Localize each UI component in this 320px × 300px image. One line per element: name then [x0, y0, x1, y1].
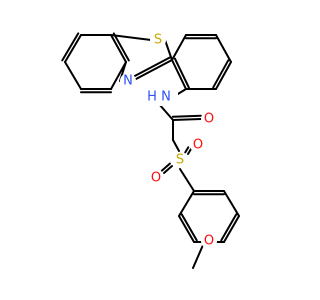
sulfonyl-oxygen-right-double-bond-main-line [187, 148, 192, 155]
benzothiazole-benzene-bond-1-second-line [61, 32, 80, 62]
methoxy-oxygen-atom: O [201, 233, 217, 249]
amide-nh-group: H N [142, 88, 178, 106]
methoxy-ring-bond-3 [220, 213, 240, 243]
amide-hydrogen-label: H [147, 90, 157, 105]
aryl-ring-bond-1 [185, 34, 217, 40]
aryl-ring-bond-5-main-line [171, 59, 187, 90]
thiazole-sulfur-background [150, 32, 166, 48]
bond-layer [61, 32, 240, 269]
methoxy-ring-bond-2-line [223, 190, 240, 217]
aryl-ring-bond-5-second-line [173, 57, 190, 89]
aryl-ring-bond-3-second-line [212, 59, 230, 89]
amide-nitrogen-carbonyl-bond-line [158, 103, 174, 121]
aryl-ring-bond-5 [171, 57, 190, 90]
amide-nitrogen-carbonyl-bond [158, 103, 174, 121]
sulfonyl-sulfur-label: S [176, 153, 184, 168]
thiazole-carbon-sulfur-bond-a-line [110, 34, 152, 41]
methoxy-ring-bond-2 [223, 190, 240, 217]
biaryl-bond [171, 34, 187, 61]
benzothiazole-benzene-bond-3-second-line [112, 32, 130, 62]
carbonyl-oxygen-label: O [204, 112, 214, 127]
benzothiazole-benzene-bond-1-main-line [64, 34, 82, 63]
benzothiazole-benzene-bond-1 [61, 32, 82, 63]
thiazole-sulfur-atom: S [150, 32, 166, 48]
methoxy-ring-bond-3-main-line [223, 215, 240, 243]
sulfonyl-oxygen-left-double-bond-second-line [160, 162, 171, 172]
methoxy-ring-bond-5 [178, 213, 198, 243]
sulfonyl-oxygen-right-label: O [193, 138, 203, 153]
thiazole-carbon-nitrogen-double-bond-second-line [133, 56, 172, 78]
amide-nitrogen-label: N [161, 90, 171, 105]
sulfonyl-oxygen-right-background [190, 137, 206, 153]
sulfonyl-oxygen-left-label: O [151, 171, 161, 186]
aryl-ring-bond-2-line [215, 34, 232, 63]
sulfonyl-oxygen-right-double-bond-second-line [184, 146, 190, 154]
benzothiazole-benzene-bond-3-main-line [110, 34, 127, 63]
thiazole-nitrogen-label: N [123, 74, 133, 89]
chemical-structure-diagram: S N H N O S O O O [61, 32, 240, 269]
benzothiazole-benzene-bond-5 [80, 88, 112, 94]
carbonyl-double-bond-second-line [171, 114, 202, 118]
sulfonyl-oxygen-left-atom: O [148, 170, 164, 186]
sulfonyl-sulfur-atom: S [172, 152, 188, 168]
benzothiazole-benzene-bond-6-line [64, 61, 82, 90]
aryl-ring-bond-2 [215, 34, 232, 63]
benzothiazole-benzene-bond-4 [110, 61, 127, 90]
methoxy-oxygen-methyl-bond-line [192, 244, 204, 269]
thiazole-carbon-nitrogen-double-bond-main-line [135, 59, 173, 80]
thiazole-nitrogen-background [120, 73, 136, 89]
amide-nh-background [142, 88, 178, 106]
sulfonyl-oxygen-left-background [148, 170, 164, 186]
carbonyl-oxygen-atom: O [201, 111, 217, 127]
methoxy-oxygen-background [201, 233, 217, 249]
aryl-ring-bond-3 [212, 59, 232, 90]
sulfonyl-aryl-bond-line [179, 168, 195, 192]
sulfonyl-aryl-bond [179, 168, 195, 192]
thiazole-nitrogen-atom: N [120, 73, 136, 89]
sulfonyl-oxygen-left-double-bond-main-line [163, 165, 173, 174]
benzothiazole-benzene-bond-6 [64, 61, 82, 90]
methoxy-ring-bond-3-second-line [220, 213, 238, 242]
methoxy-ring-bond-6 [178, 190, 195, 217]
carbonyl-double-bond [171, 114, 202, 121]
methoxy-oxygen-label: O [204, 234, 214, 249]
aryl-ring-bond-3-main-line [215, 61, 232, 90]
sulfonyl-oxygen-right-double-bond [184, 146, 192, 155]
benzothiazole-benzene-bond-3 [110, 32, 130, 63]
methoxy-ring-bond-6-line [178, 190, 195, 217]
sulfonyl-oxygen-left-double-bond [160, 162, 173, 174]
methoxy-oxygen-methyl-bond [192, 244, 204, 269]
sulfonyl-sulfur-background [172, 152, 188, 168]
sulfonyl-oxygen-right-atom: O [190, 137, 206, 153]
alpha-carbon-sulfur-bond [172, 139, 180, 152]
methoxy-ring-bond-1 [193, 190, 225, 196]
carbonyl-double-bond-main-line [172, 118, 202, 121]
thiazole-carbon-nitrogen-double-bond [133, 56, 173, 80]
thiazole-carbon-sulfur-bond-a [110, 34, 152, 41]
biaryl-bond-line [171, 34, 187, 61]
thiazole-sulfur-label: S [154, 33, 162, 48]
atom-label-layer: S N H N O S O O O [120, 32, 217, 249]
alpha-carbon-sulfur-bond-line [172, 139, 180, 152]
methoxy-ring-bond-5-main-line [178, 215, 195, 243]
carbonyl-oxygen-background [201, 111, 217, 127]
methoxy-ring-bond-5-second-line [180, 213, 198, 242]
benzothiazole-benzene-bond-4-line [110, 61, 127, 90]
